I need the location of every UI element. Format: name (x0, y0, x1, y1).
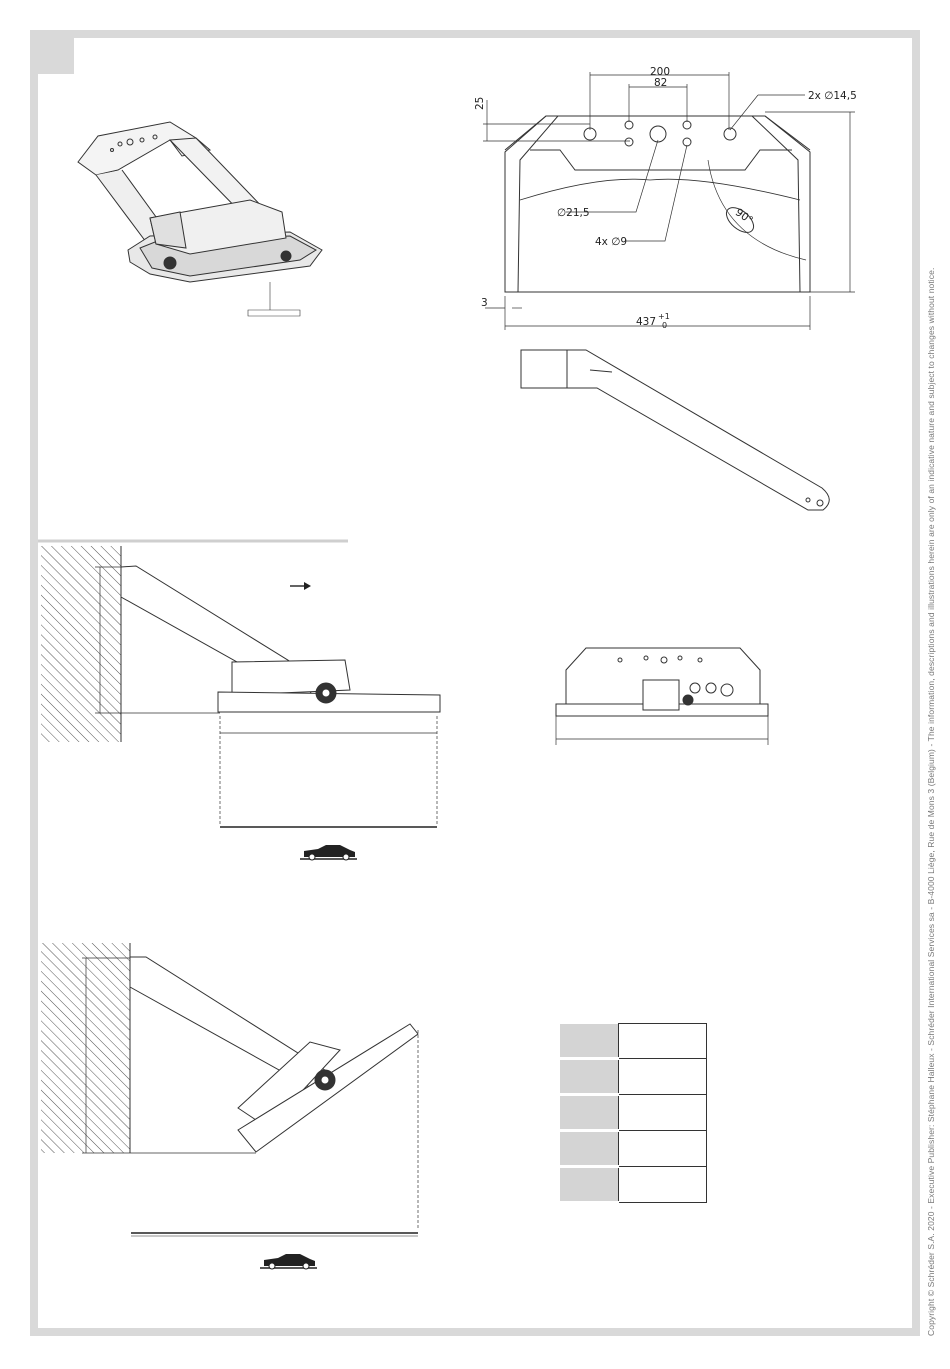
dim-437: 437 (636, 316, 656, 328)
table-value-cell (618, 1023, 707, 1059)
table-value-cell (618, 1094, 707, 1131)
dim-hole-large: 2x ∅14,5 (808, 90, 857, 102)
dim-82: 82 (654, 77, 667, 89)
bracket-dimension-lines (483, 72, 855, 330)
table-value-cell (618, 1130, 707, 1167)
spec-table (560, 1023, 707, 1204)
table-key-cell (560, 1023, 619, 1060)
table-key-cell (560, 1166, 619, 1204)
bracket-arm-side-view (520, 349, 830, 511)
table-key-cell (560, 1094, 619, 1132)
copyright-notice: Copyright © Schréder S.A. 2020 - Executi… (926, 267, 936, 1336)
table-value-cell (618, 1058, 707, 1095)
dim-holes-small: 4x ∅9 (595, 236, 627, 248)
table-row (560, 1130, 707, 1168)
dim-hole-center: ∅21,5 (557, 207, 590, 219)
dim-437-tol-plus: +1 (658, 312, 670, 321)
table-row (560, 1023, 707, 1060)
dim-3: 3 (481, 297, 488, 309)
bracket-front-view (504, 115, 811, 293)
isometric-luminaire-view (77, 121, 323, 317)
wall-mount-view-horizontal (41, 546, 441, 861)
section-corner-tab (38, 38, 74, 74)
table-row (560, 1058, 707, 1096)
luminaire-front-view (555, 647, 769, 745)
table-row (560, 1166, 707, 1204)
dim-25: 25 (474, 97, 486, 110)
table-key-cell (560, 1130, 619, 1168)
dim-437-tol-zero: 0 (662, 321, 667, 330)
table-row (560, 1094, 707, 1132)
table-value-cell (618, 1166, 707, 1203)
wall-mount-view-tilted (41, 943, 419, 1270)
dim-200: 200 (650, 66, 670, 78)
car-icon (260, 1254, 317, 1270)
table-key-cell (560, 1058, 619, 1096)
car-icon (300, 845, 357, 861)
